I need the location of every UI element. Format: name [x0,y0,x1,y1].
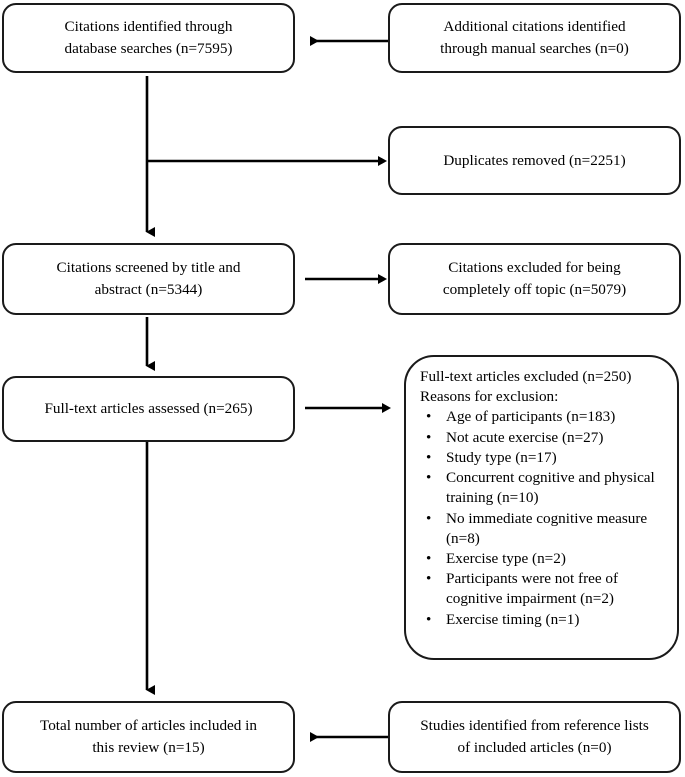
node-identification-manual: Additional citations identified through … [388,3,681,73]
node-identification-database: Citations identified through database se… [2,3,295,73]
identification-manual-line1: Additional citations identified [443,18,626,36]
bullet-icon: • [426,570,432,588]
exclusion-reason-item: • No immediate cognitive measure (n=8) [420,509,669,549]
exclusion-reason-text: Study type (n=17) [446,448,557,466]
exclusion-reason-text: Participants were not free of cognitive … [446,570,619,608]
reference-lists-line2: of included articles (n=0) [457,739,612,756]
total-included-line1: Total number of articles included in [40,717,257,735]
exclusion-reason-text: Exercise type (n=2) [446,549,566,567]
screened-line2: abstract (n=5344) [94,281,203,298]
node-fulltext-excluded: Full-text articles excluded (n=250) Reas… [404,355,679,660]
identification-database-line2: database searches (n=7595) [64,40,233,57]
exclusion-reason-text: Exercise timing (n=1) [446,610,580,628]
reference-lists-line1: Studies identified from reference lists [420,717,649,735]
node-duplicates-removed: Duplicates removed (n=2251) [388,126,681,195]
exclusion-reason-item: • Concurrent cognitive and physical trai… [420,468,669,508]
bullet-icon: • [426,549,432,567]
bullet-icon: • [426,610,432,628]
exclusion-reason-text: Age of participants (n=183) [446,408,616,426]
bullet-icon: • [426,408,432,426]
bullet-icon: • [426,509,432,527]
bullet-icon: • [426,469,432,487]
exclusion-reason-text: Not acute exercise (n=27) [446,428,604,446]
exclusion-reason-text: No immediate cognitive measure (n=8) [446,509,648,547]
fulltext-assessed-line1: Full-text articles assessed (n=265) [44,400,253,418]
exclusion-reason-text: Concurrent cognitive and physical traini… [446,469,655,507]
node-fulltext-assessed: Full-text articles assessed (n=265) [2,376,295,442]
exclusion-reason-list: • Age of participants (n=183) • Not acut… [420,407,669,629]
exclusion-reason-item: • Exercise timing (n=1) [420,610,669,630]
node-excluded-off-topic: Citations excluded for being completely … [388,243,681,315]
node-screened: Citations screened by title and abstract… [2,243,295,315]
node-reference-lists: Studies identified from reference lists … [388,701,681,773]
duplicates-removed-line1: Duplicates removed (n=2251) [443,151,626,169]
exclusion-reason-item: • Participants were not free of cognitiv… [420,569,669,609]
node-total-included: Total number of articles included in thi… [2,701,295,773]
identification-manual-line2: through manual searches (n=0) [440,40,629,57]
excluded-off-topic-line1: Citations excluded for being [448,259,621,277]
exclusion-reason-item: • Not acute exercise (n=27) [420,428,669,448]
fulltext-excluded-heading1: Full-text articles excluded (n=250) [420,368,632,385]
fulltext-excluded-heading2: Reasons for exclusion: [420,388,559,406]
exclusion-reason-item: • Exercise type (n=2) [420,549,669,569]
identification-database-line1: Citations identified through [64,18,233,36]
total-included-line2: this review (n=15) [92,739,205,756]
excluded-off-topic-line2: completely off topic (n=5079) [442,281,627,298]
exclusion-reason-item: • Age of participants (n=183) [420,407,669,427]
bullet-icon: • [426,448,432,466]
exclusion-reason-item: • Study type (n=17) [420,448,669,468]
screened-line1: Citations screened by title and [56,259,241,277]
bullet-icon: • [426,428,432,446]
